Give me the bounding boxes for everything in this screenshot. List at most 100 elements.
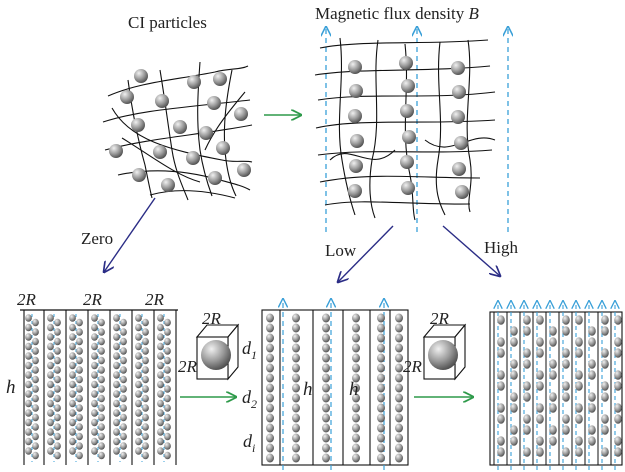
chain-bead: [157, 323, 164, 332]
chain-bead: [142, 442, 149, 450]
chain-bead: [47, 447, 54, 455]
chain-bead: [25, 342, 32, 351]
chain-bead: [135, 361, 142, 370]
chain-bead: [510, 403, 518, 413]
high-label: High: [484, 238, 519, 257]
chain-bead: [292, 453, 300, 463]
chain-bead: [377, 363, 385, 373]
chain-bead: [113, 428, 120, 436]
chain-bead: [91, 342, 98, 351]
chain-bead: [266, 393, 274, 403]
chain-bead: [164, 318, 171, 327]
chain-bead: [377, 433, 385, 443]
chain-bead: [76, 375, 83, 384]
chain-bead: [76, 356, 83, 365]
chain-bead: [120, 318, 127, 327]
chain-bead: [523, 425, 531, 435]
chain-bead: [523, 414, 531, 424]
chain-bead: [135, 323, 142, 332]
chain-bead: [266, 443, 274, 453]
chain-bead: [352, 373, 360, 383]
chain-bead: [377, 453, 385, 463]
d2-label: d2: [242, 387, 257, 411]
chain-bead: [135, 352, 142, 360]
low-label: Low: [325, 241, 357, 260]
chain-bead: [91, 371, 98, 379]
chain-bead: [497, 403, 505, 413]
chain-bead: [575, 447, 583, 457]
network-with-field: [314, 37, 496, 221]
chain-bead: [523, 447, 531, 457]
chain-bead: [588, 370, 596, 380]
chain-bead: [266, 313, 274, 323]
chain-bead: [164, 423, 171, 431]
chain-bead: [292, 423, 300, 433]
chain-bead: [135, 447, 142, 455]
chain-bead: [549, 392, 557, 402]
chain-bead: [157, 371, 164, 379]
chain-bead: [395, 403, 403, 413]
chain-bead: [575, 315, 583, 325]
chain-bead: [562, 425, 570, 435]
chain-bead: [352, 343, 360, 353]
chain-bead: [113, 447, 120, 455]
low-field-columns: [261, 300, 409, 470]
chain-bead: [69, 447, 76, 455]
chain-bead: [352, 313, 360, 323]
chain-bead: [69, 323, 76, 332]
chain-bead: [588, 392, 596, 402]
chain-bead: [322, 323, 330, 333]
chain-bead: [322, 353, 330, 363]
chain-bead: [47, 409, 54, 417]
chain-bead: [98, 423, 105, 431]
chain-bead: [395, 353, 403, 363]
chain-bead: [47, 361, 54, 370]
chain-bead: [614, 436, 622, 446]
chain-bead: [562, 392, 570, 402]
chain-bead: [601, 447, 609, 457]
particles-zero-field: [109, 69, 251, 192]
chain-bead: [76, 404, 83, 412]
chain-bead: [98, 356, 105, 365]
chain-bead: [91, 437, 98, 446]
chain-bead: [157, 342, 164, 351]
chain-bead: [322, 393, 330, 403]
chain-bead: [32, 423, 39, 431]
chain-bead: [47, 399, 54, 408]
chain-bead: [120, 347, 127, 355]
chain-bead: [47, 371, 54, 379]
chain-bead: [164, 328, 171, 336]
chain-bead: [377, 393, 385, 403]
chain-bead: [91, 399, 98, 408]
chain-bead: [292, 403, 300, 413]
chain-bead: [614, 315, 622, 325]
chain-bead: [25, 390, 32, 398]
chain-bead: [562, 326, 570, 336]
chain-bead: [292, 313, 300, 323]
chain-bead: [142, 375, 149, 384]
chain-bead: [120, 394, 127, 403]
chain-bead: [510, 326, 518, 336]
chain-bead: [164, 413, 171, 422]
chain-bead: [54, 423, 61, 431]
cube-diagram-2: [422, 323, 467, 381]
chain-bead: [266, 363, 274, 373]
chain-bead: [32, 328, 39, 336]
chain-bead: [157, 428, 164, 436]
chain-bead: [91, 409, 98, 417]
di-label: di: [243, 431, 255, 455]
chain-bead: [135, 399, 142, 408]
chain-bead: [120, 423, 127, 431]
chain-bead: [549, 403, 557, 413]
chain-bead: [25, 314, 32, 322]
chain-bead: [142, 394, 149, 403]
chain-bead: [164, 366, 171, 374]
chain-bead: [164, 432, 171, 441]
chain-bead: [164, 375, 171, 384]
chain-bead: [54, 413, 61, 422]
chain-bead: [352, 393, 360, 403]
chain-bead: [142, 366, 149, 374]
chain-bead: [614, 370, 622, 380]
chain-bead: [614, 414, 622, 424]
chain-bead: [588, 326, 596, 336]
